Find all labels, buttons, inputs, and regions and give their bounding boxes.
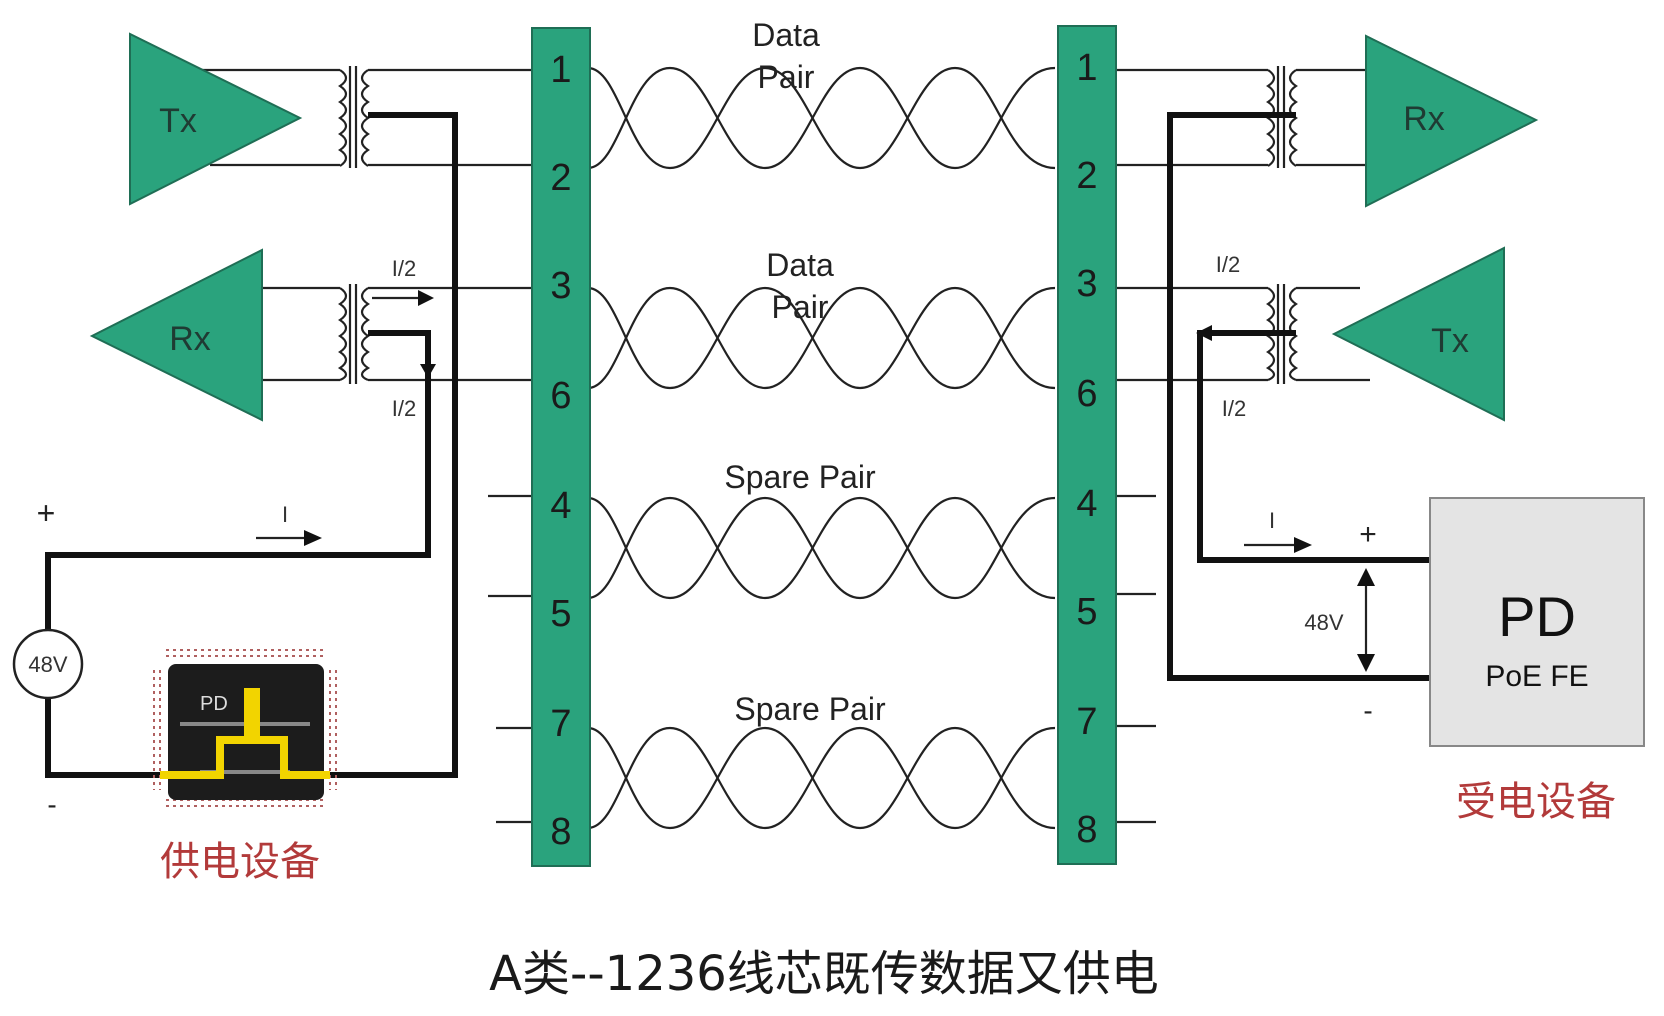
pin-left-3: 3 bbox=[550, 265, 571, 307]
minus-label-left: - bbox=[47, 789, 56, 820]
left-transformers bbox=[337, 66, 371, 384]
tx-amplifier-right bbox=[1331, 246, 1505, 422]
right-power-loop bbox=[1167, 112, 1430, 681]
twisted-pair-4-5-a bbox=[587, 496, 1056, 600]
pin-left-2: 2 bbox=[550, 157, 571, 199]
pin-left-4: 4 bbox=[550, 485, 571, 527]
pin-left-1: 1 bbox=[550, 49, 571, 91]
pin-right-3: 3 bbox=[1076, 263, 1097, 305]
pin-left-7: 7 bbox=[550, 703, 571, 745]
pin-left-5: 5 bbox=[550, 593, 571, 635]
twisted-pair-7-8-b bbox=[587, 726, 1056, 830]
pin-right-8: 8 bbox=[1076, 809, 1097, 851]
footer-caption: A类--1236线芯既传数据又供电 bbox=[489, 946, 1159, 1002]
current-label-left: I bbox=[282, 502, 288, 527]
rx-amplifier-right bbox=[1365, 34, 1539, 208]
pse-caption: 供电设备 bbox=[160, 839, 320, 885]
pin-right-1: 1 bbox=[1076, 47, 1097, 89]
left-wiring bbox=[200, 68, 532, 382]
arrow-current-left bbox=[304, 530, 322, 546]
twisted-pair-3-6-b bbox=[587, 286, 1056, 390]
plus-label-right: + bbox=[1359, 518, 1377, 551]
pin-numbers-right: 1 2 3 6 4 5 7 8 bbox=[1076, 47, 1097, 851]
rx-label-left: Rx bbox=[169, 320, 211, 358]
twisted-pair-7-8-a bbox=[587, 726, 1056, 830]
left-annotations: I/2 I/2 + - I 48V bbox=[12, 256, 416, 820]
spare-pair-1-label: Spare Pair bbox=[724, 459, 876, 495]
voltage-label-left: 48V bbox=[28, 652, 67, 677]
twisted-pair-4-5-b bbox=[587, 496, 1056, 600]
pin-right-5: 5 bbox=[1076, 591, 1097, 633]
twisted-pairs bbox=[587, 66, 1056, 830]
pin-left-6: 6 bbox=[550, 375, 571, 417]
half-current-label-top-right: I/2 bbox=[1216, 252, 1240, 277]
pd-caption: 受电设备 bbox=[1456, 779, 1616, 825]
pin-right-2: 2 bbox=[1076, 155, 1097, 197]
pin-left-8: 8 bbox=[550, 811, 571, 853]
spare-stubs bbox=[488, 494, 1156, 824]
pd-box: PD PoE FE bbox=[1429, 497, 1645, 747]
pin-right-4: 4 bbox=[1076, 483, 1097, 525]
tx-amplifier-left bbox=[129, 32, 303, 206]
data-pair-2-label-line1: Data bbox=[766, 247, 834, 283]
rx-label-right: Rx bbox=[1403, 100, 1445, 138]
pd-subtitle: PoE FE bbox=[1485, 660, 1588, 693]
tx-label-left: Tx bbox=[159, 102, 197, 140]
pair-labels: Data Pair Data Pair Spare Pair Spare Pai… bbox=[724, 17, 886, 727]
pin-right-7: 7 bbox=[1076, 701, 1097, 743]
plus-label-left: + bbox=[37, 495, 56, 531]
right-amplifiers: Rx Tx bbox=[1331, 34, 1539, 422]
pse-chip-image: PD bbox=[153, 649, 337, 807]
data-pair-1-label-line1: Data bbox=[752, 17, 820, 53]
connector-bar-right bbox=[1057, 25, 1117, 865]
half-current-label-top-left: I/2 bbox=[392, 256, 416, 281]
rx-amplifier-left bbox=[89, 248, 263, 422]
current-label-right: I bbox=[1269, 508, 1275, 533]
pin-right-6: 6 bbox=[1076, 373, 1097, 415]
voltage-source-left bbox=[12, 628, 84, 700]
spare-pair-2-label: Spare Pair bbox=[734, 691, 886, 727]
data-pair-1-label-line2: Pair bbox=[758, 59, 815, 95]
right-annotations: I/2 I/2 + - I 48V bbox=[1216, 252, 1377, 726]
twisted-pair-1-2-b bbox=[587, 66, 1056, 170]
pin-numbers-left: 1 2 3 6 4 5 7 8 bbox=[550, 49, 571, 853]
transformer-tx-left bbox=[338, 66, 370, 168]
twisted-pair-1-2-a bbox=[587, 66, 1056, 170]
arrow-half-current-top-left bbox=[418, 290, 434, 306]
minus-label-right: - bbox=[1363, 695, 1372, 726]
left-amplifiers: Tx Rx bbox=[89, 32, 303, 422]
connector-bar-left bbox=[531, 27, 591, 867]
right-wiring bbox=[1116, 68, 1370, 382]
data-pair-2-label-line2: Pair bbox=[772, 289, 829, 325]
pd-title: PD bbox=[1498, 585, 1576, 648]
tx-label-right: Tx bbox=[1431, 322, 1469, 360]
arrow-half-current-right bbox=[1196, 325, 1212, 341]
half-current-label-bottom-left: I/2 bbox=[392, 396, 416, 421]
half-current-label-bottom-right: I/2 bbox=[1222, 396, 1246, 421]
voltage-label-right: 48V bbox=[1304, 610, 1343, 635]
transformer-rx-left bbox=[337, 284, 371, 384]
arrow-half-current-bottom-left bbox=[420, 364, 436, 378]
chip-label: PD bbox=[200, 693, 228, 715]
arrow-current-right bbox=[1294, 537, 1312, 553]
